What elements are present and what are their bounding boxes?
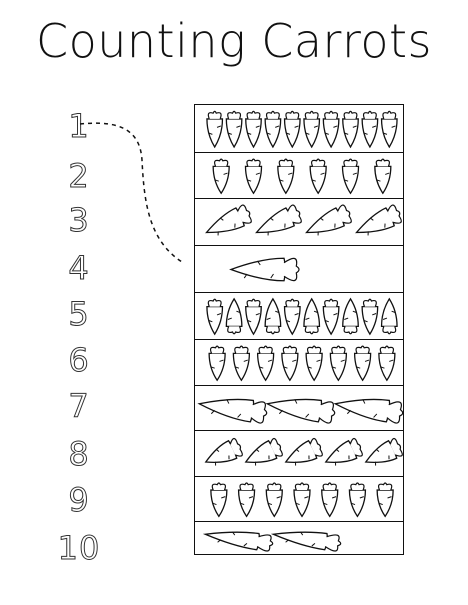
carrot [283, 110, 301, 149]
carrot [256, 345, 275, 382]
carrot [283, 298, 301, 336]
row-divider [195, 198, 403, 199]
carrot [206, 110, 224, 149]
trace-number-10: 10 [57, 529, 101, 567]
row-divider [195, 430, 403, 431]
carrot [210, 482, 228, 518]
trace-number-6: 6 [68, 341, 90, 379]
carrot-row-10 [202, 531, 342, 552]
carrot-row-7 [197, 398, 404, 424]
carrot [206, 298, 224, 336]
carrot [309, 158, 327, 195]
trace-number-7: 7 [68, 387, 90, 425]
carrot [225, 297, 243, 335]
trace-number-8: 8 [68, 435, 90, 473]
carrot [303, 297, 321, 335]
carrot [212, 158, 230, 195]
trace-number-3: 3 [68, 201, 90, 239]
trace-number-4: 4 [68, 249, 90, 287]
carrot [380, 110, 398, 149]
carrot [305, 204, 352, 236]
carrot [245, 110, 262, 149]
carrot [322, 110, 340, 149]
carrot [322, 298, 340, 336]
carrot [264, 297, 282, 335]
carrot [329, 345, 348, 382]
carrot [202, 531, 274, 552]
trace-number-2: 2 [68, 157, 90, 195]
carrot [232, 345, 251, 382]
carrot [361, 298, 379, 336]
carrot-drawings [197, 110, 404, 552]
carrot-row-2 [212, 158, 392, 195]
carrot [265, 482, 283, 518]
trace-number-1: 1 [68, 107, 90, 145]
carrot [380, 297, 398, 335]
carrot [208, 345, 226, 382]
row-divider [195, 339, 403, 340]
carrot [361, 110, 379, 149]
row-divider [195, 476, 403, 477]
carrot [265, 398, 336, 424]
carrot [355, 204, 402, 236]
carrot-row-9 [210, 482, 394, 518]
carrot [342, 110, 359, 149]
carrot [264, 110, 282, 149]
carrot [293, 482, 311, 518]
row-divider [195, 245, 403, 246]
carrot [225, 110, 243, 149]
trace-number-5: 5 [68, 295, 90, 333]
worksheet-title: Counting Carrots [35, 14, 433, 68]
carrot [303, 110, 321, 149]
carrot [237, 482, 256, 518]
carrot-row-3 [205, 204, 402, 236]
example-dashed-line [79, 122, 183, 263]
carrot [353, 345, 372, 382]
carrot [197, 398, 268, 424]
carrot [324, 437, 363, 466]
carrot [244, 437, 283, 466]
carrot [378, 345, 396, 382]
carrot [244, 158, 263, 195]
carrot [245, 298, 262, 336]
carrot [204, 437, 243, 466]
carrot-panel [194, 104, 404, 555]
trace-number-9: 9 [68, 481, 90, 519]
carrot [376, 482, 394, 518]
carrot-row-8 [204, 437, 403, 466]
carrot [305, 345, 323, 382]
row-divider [195, 385, 403, 386]
carrot [342, 297, 359, 335]
carrot [270, 531, 342, 552]
carrot-row-1 [206, 110, 398, 149]
row-divider [195, 521, 403, 522]
carrot [321, 482, 339, 518]
row-divider [195, 152, 403, 153]
row-divider [195, 292, 403, 293]
carrot [341, 158, 360, 195]
carrot [281, 345, 299, 382]
carrot [333, 398, 404, 424]
carrot-row-5 [206, 297, 398, 336]
carrot [229, 257, 300, 282]
carrot-row-4 [229, 257, 300, 282]
carrot [364, 437, 403, 466]
carrot [348, 482, 367, 518]
carrot-row-6 [208, 345, 396, 382]
carrot [374, 158, 392, 195]
carrot [277, 158, 295, 195]
carrot [284, 437, 323, 466]
carrot [205, 204, 252, 236]
carrot [255, 204, 302, 236]
